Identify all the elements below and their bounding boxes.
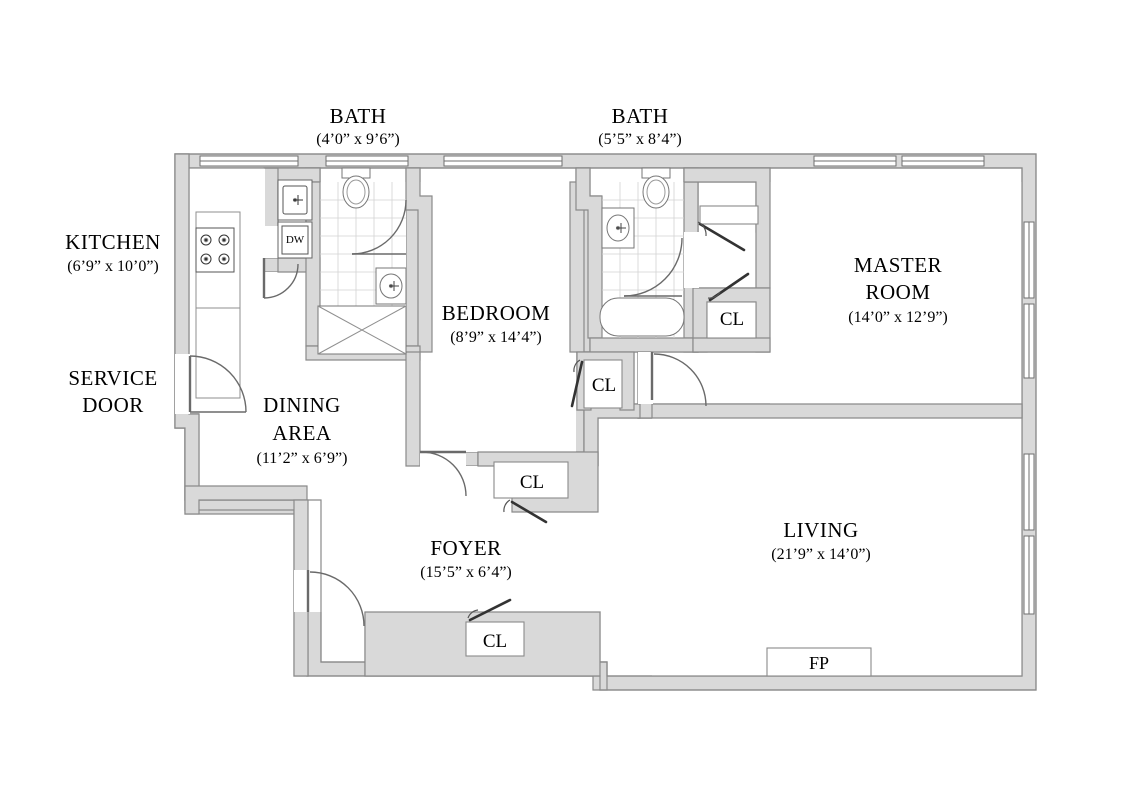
window-master-top-b: [901, 155, 985, 167]
kitchen-range: [195, 227, 235, 273]
bath1-shower-stall: [317, 305, 407, 355]
closet-interiors: [465, 205, 872, 677]
bath2-toilet: [641, 167, 671, 209]
dishwasher-label: DW: [286, 234, 305, 246]
foyer-dim: (15’5” x 6’4”): [420, 564, 512, 581]
kitchen-dim: (6’9” x 10’0”): [67, 258, 159, 275]
bath1-fixtures: [317, 167, 407, 355]
bath2-sink: [601, 207, 635, 249]
living-door-swing: [650, 352, 707, 407]
bath1-name: BATH: [330, 104, 387, 128]
bath1-toilet: [341, 167, 371, 209]
dining-dim: (11’2” x 6’9”): [257, 450, 348, 467]
master-floor: [770, 182, 1022, 404]
label-service-door: SERVICE DOOR: [68, 366, 157, 417]
cl-master-upper-leaf: [698, 222, 746, 252]
closet-labels: CL CL CL CL: [483, 309, 744, 652]
cl-bedroom-leaf: [570, 360, 584, 408]
opening-bedroom-s: [420, 452, 466, 467]
fireplace-box: [766, 647, 872, 677]
label-bath2: BATH (5’5” x 8’4”): [598, 104, 682, 148]
cl-mb-bottom: [692, 337, 771, 353]
bedroom-name: BEDROOM: [442, 301, 551, 325]
opening-bath2-mb: [684, 232, 699, 288]
opening-kitchen: [264, 226, 279, 258]
room-labels: KITCHEN (6’9” x 10’0”) SERVICE DOOR BATH…: [65, 104, 948, 581]
bath2-name: BATH: [612, 104, 669, 128]
label-bedroom: BEDROOM (8’9” x 14’4”): [442, 301, 551, 346]
cl-bedroom-label: CL: [592, 375, 616, 396]
cl-master-bath-interior: [706, 301, 757, 339]
master-lower-wall: [637, 403, 1023, 419]
bath1-dim: (4’0” x 9’6”): [316, 131, 400, 148]
windows: [199, 155, 1035, 615]
bedroom-floor: [420, 182, 576, 452]
living-dim: (21’9” x 14’0”): [771, 546, 871, 563]
bath1-sink: [375, 267, 407, 305]
service-door-line1: SERVICE: [68, 366, 157, 390]
master-name-line2: ROOM: [865, 280, 930, 304]
living-floor: [652, 418, 1022, 676]
entry-door-swing: [306, 570, 365, 627]
opening-entry: [294, 570, 309, 612]
cl-foyer-south-leaf: [468, 598, 512, 622]
bath1-right-partition: [405, 167, 433, 353]
window-bath1-top: [325, 155, 409, 167]
label-living: LIVING (21’9” x 14’0”): [771, 518, 871, 563]
partition-outlines: [174, 153, 1023, 677]
bedroom-dim: (8’9” x 14’4”): [450, 329, 542, 346]
kitchen-door-swing: [262, 258, 299, 299]
window-bedroom-top: [443, 155, 563, 167]
bedroom-lower-left: [405, 351, 421, 467]
door-openings: [175, 226, 699, 612]
bath1-door-swing: [351, 199, 407, 255]
dishwasher-unit: [277, 221, 313, 259]
bath2-fixtures: [599, 167, 685, 337]
service-door-line2: DOOR: [82, 393, 144, 417]
feature-labels: FP DW: [286, 234, 829, 673]
living-name: LIVING: [783, 518, 858, 542]
label-foyer: FOYER (15’5” x 6’4”): [420, 536, 512, 581]
bedroom-door-swing: [420, 450, 467, 497]
window-kitchen-top: [199, 155, 299, 167]
cl-foyer-south-interior: [465, 621, 525, 657]
kitchen-fixtures: [195, 179, 313, 399]
window-living-east-b: [1023, 535, 1035, 615]
dining-name-line1: DINING: [263, 393, 341, 417]
window-master-top-a: [813, 155, 897, 167]
label-dining: DINING AREA (11’2” x 6’9”): [257, 393, 348, 467]
cl-master-upper-shelf: [699, 205, 759, 225]
bath2-bottom-partition: [589, 337, 699, 353]
window-master-east-b: [1023, 303, 1035, 379]
left-jog-b: [184, 485, 308, 515]
label-master: MASTER ROOM (14’0” x 12’9”): [848, 253, 948, 326]
cl-foyer-south-label: CL: [483, 631, 507, 652]
cl-foyer-north-label: CL: [520, 472, 544, 493]
opening-service: [175, 354, 190, 414]
cl-bedroom-interior: [583, 359, 623, 409]
cl-foyer-north-interior: [493, 461, 569, 499]
door-swings: [188, 199, 707, 627]
opening-living: [638, 352, 653, 404]
service-door-swing: [188, 355, 247, 413]
window-master-east-a: [1023, 221, 1035, 299]
master-name-line1: MASTER: [854, 253, 942, 277]
bath2-bathtub: [599, 297, 685, 337]
kitchen-name: KITCHEN: [65, 230, 161, 254]
label-kitchen: KITCHEN (6’9” x 10’0”): [65, 230, 161, 275]
bath2-dim: (5’5” x 8’4”): [598, 131, 682, 148]
fireplace-label: FP: [809, 653, 829, 673]
window-living-east-a: [1023, 453, 1035, 531]
closet-door-hinges: [467, 221, 721, 619]
closet-door-leaves: [468, 222, 750, 622]
cl-foyer-north-leaf: [510, 500, 548, 524]
kitchen-sink: [277, 179, 313, 221]
foyer-name: FOYER: [430, 536, 501, 560]
label-bath1: BATH (4’0” x 9’6”): [316, 104, 400, 148]
master-dim: (14’0” x 12’9”): [848, 309, 948, 326]
dining-name-line2: AREA: [272, 421, 332, 445]
bath2-door-swing: [623, 237, 683, 297]
cl-master-bath-label: CL: [720, 309, 744, 330]
